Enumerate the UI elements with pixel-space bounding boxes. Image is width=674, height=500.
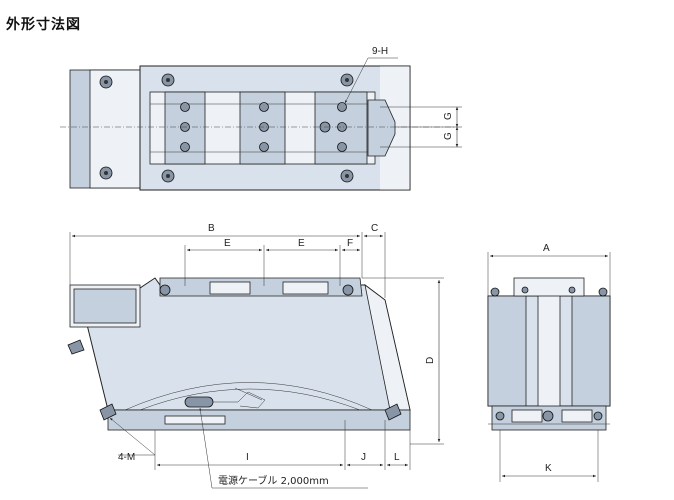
side-top-clamp [513,277,585,297]
hole-icon [180,142,190,152]
bolt-icon [159,284,171,296]
dim-label-g2: G [443,132,454,140]
top-view: G G 9-H [60,46,462,191]
dim-label-4m: 4-M [118,452,135,463]
side-screw-icon [67,339,85,355]
dim-label-j: J [361,452,366,463]
bolt-icon [342,284,354,296]
cable-gland [184,396,214,408]
dim-label-c: C [371,223,378,234]
hole-icon [259,142,269,152]
cable-label: 電源ケーブル 2,000mm [218,474,329,487]
side-view: A K [487,243,611,482]
page-title: 外形寸法図 [6,17,81,33]
dim-label-g1: G [443,112,454,120]
mount-screw-icon [99,403,117,421]
dim-label-f: F [347,238,353,249]
dim-label-e2: E [298,238,305,249]
hole-icon [180,102,190,112]
hole-icon [337,102,347,112]
dim-label-i: I [246,452,249,463]
dim-label-b: B [208,223,215,234]
dim-label-a: A [543,243,550,254]
dim-label-d: D [425,357,436,364]
bolt-icon [598,287,608,297]
side-centre-rib [537,291,561,411]
front-carriage [159,277,363,297]
front-view: B C E E F D I J L 4-M 電源ケ [67,223,444,489]
bolt-icon [490,287,500,297]
dim-label-9h: 9-H [372,46,388,57]
mount-screw-icon [384,403,402,421]
dim-label-e1: E [224,238,231,249]
hole-icon [337,142,347,152]
hole-icon [259,102,269,112]
front-base [107,409,411,431]
dim-label-l: L [394,452,400,463]
dim-label-k: K [545,463,552,474]
bolt-icon [542,410,554,422]
